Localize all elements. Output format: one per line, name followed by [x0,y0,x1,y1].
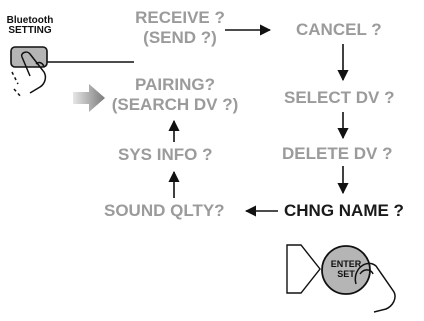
menu-pairing-line2: (SEARCH DV ?) [111,95,239,114]
menu-select-dv: SELECT DV ? [284,88,395,107]
menu-pairing-line1: PAIRING? [135,75,215,94]
menu-pairing: PAIRING? (SEARCH DV ?) [100,75,250,115]
menu-receive: RECEIVE ? (SEND ?) [106,8,254,48]
enter-set-label: ENTER SET [330,259,362,279]
bluetooth-setting-label: Bluetooth SETTING [6,16,54,36]
menu-delete-dv: DELETE DV ? [282,144,393,163]
menu-chng-name: CHNG NAME ? [284,201,404,220]
outline-arrow [286,244,321,294]
menu-receive-line2: (SEND ?) [143,28,217,47]
big-gradient-arrow [73,84,105,112]
finger-press-enter-icon [354,262,396,313]
menu-sound-qlty: SOUND QLTY? [104,201,225,220]
menu-cancel: CANCEL ? [296,20,382,39]
enter-label-line2: SET [337,269,355,279]
menu-receive-line1: RECEIVE ? [135,8,225,27]
menu-sys-info: SYS INFO ? [118,145,213,164]
enter-label-line1: ENTER [330,259,362,269]
finger-press-icon [11,51,47,99]
bluetooth-label-line1: Bluetooth [6,15,54,26]
bluetooth-label-line2: SETTING [8,25,52,36]
